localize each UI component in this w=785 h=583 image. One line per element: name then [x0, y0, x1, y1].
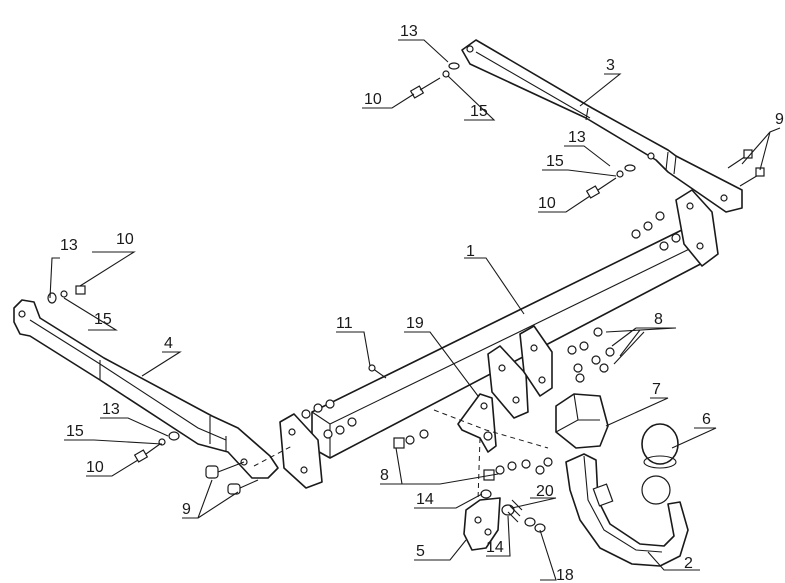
alignment-lines — [253, 409, 549, 501]
callout-13-upper-left: 13 — [60, 237, 78, 254]
callout-7: 7 — [652, 381, 661, 398]
socket-mount-tab — [457, 393, 497, 453]
callout-9-right: 9 — [775, 111, 784, 128]
callout-9-left: 9 — [182, 501, 191, 518]
callout-11: 11 — [336, 315, 353, 332]
callout-labels: 1 2 3 4 5 6 7 8 8 9 9 10 10 10 10 11 13 … — [60, 23, 784, 583]
callout-5: 5 — [416, 543, 425, 560]
callout-14-left: 14 — [416, 491, 434, 508]
callout-18: 18 — [556, 567, 574, 583]
coupling-receiver-block — [555, 393, 609, 449]
main-crossbar — [279, 189, 719, 489]
callout-3: 3 — [606, 57, 615, 74]
ball-cover — [641, 423, 679, 469]
callout-1: 1 — [466, 243, 475, 260]
fastener-set — [47, 62, 765, 533]
callout-15-top: 15 — [470, 103, 488, 120]
callout-4: 4 — [164, 335, 173, 352]
right-side-bracket — [461, 39, 743, 213]
callout-15-lower-left: 15 — [66, 423, 84, 440]
callout-13-lower-left: 13 — [102, 401, 120, 418]
callout-13-upper-right: 13 — [568, 129, 586, 146]
callout-8-right: 8 — [654, 311, 663, 328]
callout-2: 2 — [684, 555, 693, 572]
leader-lines — [49, 39, 781, 581]
callout-14-bottom: 14 — [486, 539, 504, 556]
callout-15-upper-right: 15 — [546, 153, 564, 170]
callout-20: 20 — [536, 483, 554, 500]
callout-6: 6 — [702, 411, 711, 428]
callout-10-upper-right: 10 — [538, 195, 556, 212]
left-side-bracket — [13, 299, 279, 479]
callout-15-upper-left: 15 — [94, 311, 112, 328]
tow-ball-neck — [565, 453, 689, 567]
callout-10-top: 10 — [364, 91, 382, 108]
socket-plate — [463, 497, 501, 551]
callout-10-upper-left: 10 — [116, 231, 134, 248]
callout-13-top: 13 — [400, 23, 418, 40]
callout-10-lower-left: 10 — [86, 459, 104, 476]
callout-8-centre: 8 — [380, 467, 389, 484]
callout-19: 19 — [406, 315, 424, 332]
